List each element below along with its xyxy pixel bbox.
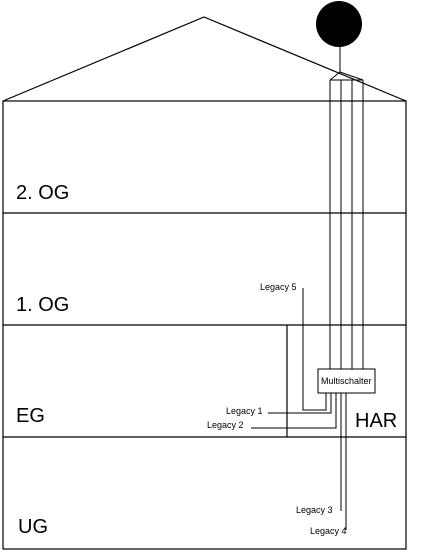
legacy5-cable: Legacy 5 [260,282,327,411]
floor-label-og2: 2. OG [16,182,69,204]
room-label-har: HAR [355,410,397,432]
legacy1-label: Legacy 1 [226,406,263,416]
legacy1-cable: Legacy 1 [226,393,332,416]
multischalter-label: Multischalter [321,376,372,386]
legacy2-label: Legacy 2 [207,420,244,430]
floor-label-eg: EG [16,405,45,427]
floor-label-og1: 1. OG [16,294,69,316]
satellite-dish-icon [316,1,362,72]
floor-label-ug: UG [18,516,48,538]
legacy4-label: Legacy 4 [310,526,347,536]
legacy3-cable: Legacy 3 [296,393,342,515]
multischalter-box: Multischalter [317,368,376,394]
legacy4-cable: Legacy 4 [310,393,347,536]
feed-cables [329,71,364,369]
legacy3-label: Legacy 3 [296,505,333,515]
legacy2-cable: Legacy 2 [207,393,337,430]
legacy5-label: Legacy 5 [260,282,297,292]
